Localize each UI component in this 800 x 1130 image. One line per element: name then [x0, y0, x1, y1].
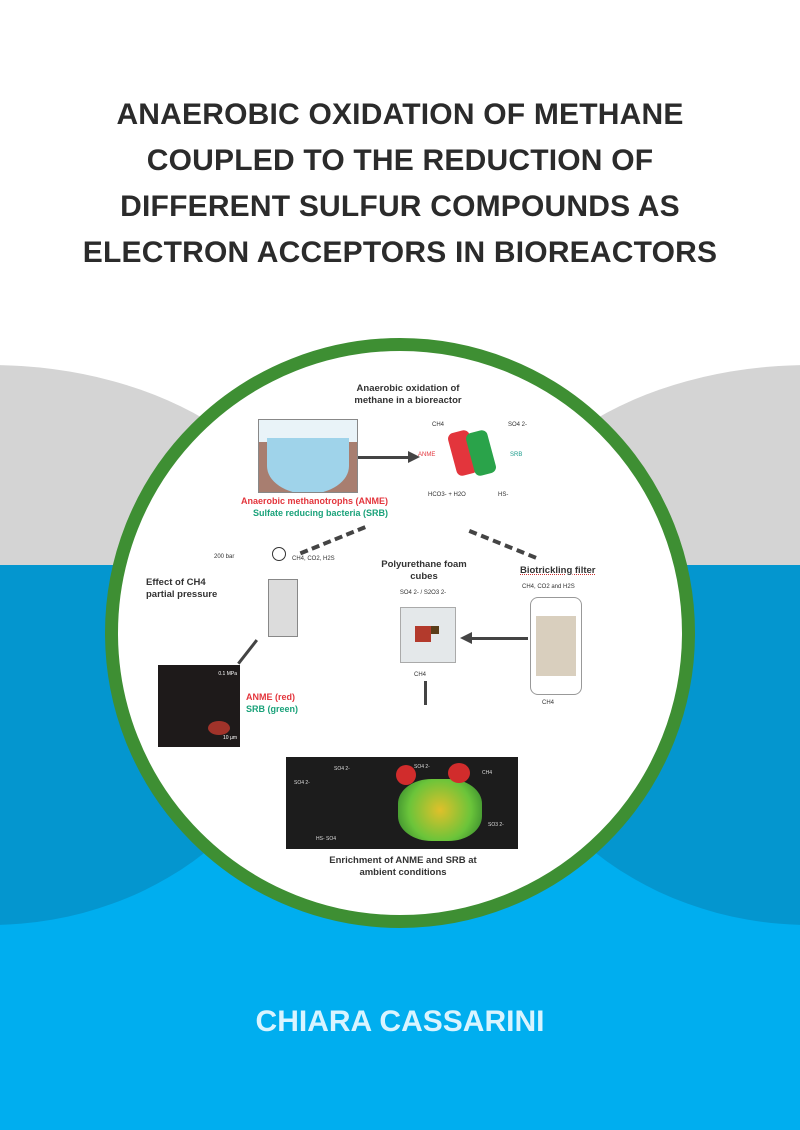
anme-red-label: ANME (red)	[246, 692, 295, 702]
author-name: CHIARA CASSARINI	[255, 1005, 545, 1038]
filter-output-label: CH4	[542, 700, 555, 706]
micro-label: HS- SO4	[316, 836, 337, 842]
label-srb: SRB	[510, 452, 523, 458]
title-line: DIFFERENT SULFUR COMPOUNDS AS	[120, 190, 680, 223]
label-anme: ANME	[418, 452, 436, 458]
micro-label: CH4	[482, 770, 493, 776]
srb-green-label: SRB (green)	[246, 704, 299, 714]
arrow-down	[424, 681, 427, 705]
label-line: Effect of CH4	[146, 577, 206, 588]
arrow-left	[470, 637, 528, 640]
pressure-gauge-label: 200 bar	[214, 554, 235, 560]
dashed-arrow-right	[468, 529, 537, 560]
microscopy-bottom: SO4 2- SO4 2- SO4 2- CH4 HS- SO4 SO3 2-	[286, 757, 518, 849]
label-line: ambient conditions	[359, 867, 447, 878]
scale-bar-label: 10 µm	[223, 735, 237, 741]
figure-circle: Anaerobic oxidation of methane in a bior…	[105, 338, 695, 928]
book-title: ANAEROBIC OXIDATION OF METHANE COUPLED T…	[0, 92, 800, 276]
micro-label: SO3 2-	[488, 822, 504, 828]
label-line: partial pressure	[146, 589, 218, 600]
vessel-inputs-label: CH4, CO2, H2S	[292, 556, 335, 562]
lake-illustration	[258, 419, 358, 493]
arrow-down-left	[237, 639, 258, 665]
biotrickling-filter	[530, 597, 582, 695]
foam-inputs-label: SO4 2- / S2O3 2-	[399, 590, 447, 596]
arrow-head	[460, 632, 472, 644]
srb-label: Sulfate reducing bacteria (SRB)	[252, 508, 388, 518]
label-so4: SO4 2-	[508, 422, 528, 428]
label-ch4: CH4	[432, 422, 445, 428]
micro-label: SO4 2-	[414, 764, 430, 770]
ch4-pressure-label: Effect of CH4 partial pressure	[146, 577, 246, 601]
label-line: Enrichment of ANME and SRB at	[329, 855, 477, 866]
foam-label: Polyurethane foam cubes	[364, 559, 484, 583]
figure-top-label: Anaerobic oxidation of methane in a bior…	[308, 383, 508, 407]
label-line: cubes	[410, 571, 438, 582]
biotrickling-label: Biotrickling filter	[520, 565, 596, 576]
micro-label: SO4 2-	[334, 766, 350, 772]
title-line: ANAEROBIC OXIDATION OF METHANE	[116, 98, 684, 131]
micro-label: SO4 2-	[294, 780, 310, 786]
foam-cube	[400, 607, 456, 663]
label-hco3: HCO3- + H2O	[428, 492, 466, 498]
enrichment-label: Enrichment of ANME and SRB at ambient co…	[278, 855, 528, 879]
label-line: Anaerobic oxidation of	[356, 383, 460, 394]
label-hs: HS-	[498, 492, 509, 498]
foam-output-label: CH4	[414, 672, 427, 678]
title-line: ELECTRON ACCEPTORS IN BIOREACTORS	[82, 236, 718, 269]
anme-label: Anaerobic methanotrophs (ANME)	[240, 496, 388, 506]
gauge-icon	[272, 547, 286, 561]
pressure-vessel	[268, 579, 298, 637]
microscopy-left: 0.1 MPa 10 µm	[158, 665, 240, 747]
arrow-right	[358, 456, 410, 459]
filter-inputs-label: CH4, CO2 and H2S	[522, 584, 575, 590]
micro-label: 0.1 MPa	[218, 671, 237, 677]
title-line: COUPLED TO THE REDUCTION OF	[146, 144, 654, 177]
label-line: methane in a bioreactor	[354, 395, 462, 406]
label-line: Polyurethane foam	[381, 559, 467, 570]
arrow-head	[408, 451, 420, 463]
dashed-arrow-left	[299, 525, 366, 556]
